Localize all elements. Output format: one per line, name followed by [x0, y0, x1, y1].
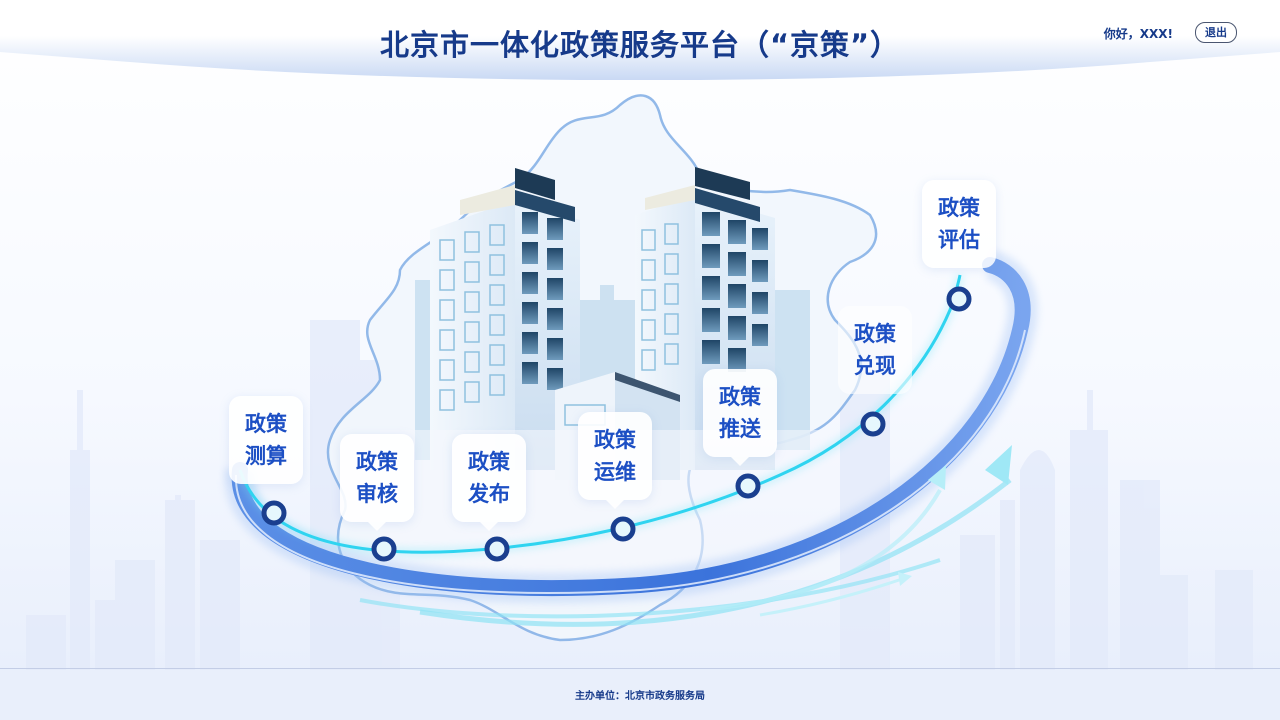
- stage-label-line2: 评估: [938, 228, 980, 252]
- orbit-ring: [231, 257, 1031, 597]
- stage-label-line1: 政策: [938, 196, 980, 220]
- office-building-left: [430, 168, 580, 470]
- stage-label-line1: 政策: [468, 450, 510, 474]
- node-publish: [484, 536, 510, 562]
- node-measure: [261, 500, 287, 526]
- stage-label-line2: 兑现: [854, 354, 896, 378]
- timeline-track: [238, 274, 962, 554]
- stage-label-line1: 政策: [719, 385, 761, 409]
- stage-card-fulfill[interactable]: 政策 兑现: [838, 306, 912, 394]
- page-title: 北京市一体化政策服务平台（“京策”）: [379, 28, 901, 62]
- stage-card-evaluate[interactable]: 政策 评估: [922, 180, 996, 268]
- user-greeting: 你好，XXX!: [1103, 27, 1173, 41]
- stage-card-operate[interactable]: 政策 运维: [578, 412, 652, 509]
- stage-label-line2: 测算: [245, 444, 287, 468]
- stage-label-line2: 发布: [468, 482, 510, 506]
- logout-button[interactable]: 退出: [1195, 22, 1237, 43]
- node-fulfill: [860, 411, 886, 437]
- stage-label-line1: 政策: [854, 322, 896, 346]
- header-background: [0, 0, 1280, 80]
- stage-label-line1: 政策: [594, 428, 636, 452]
- footer-divider: [0, 668, 1280, 669]
- stage-label-line2: 推送: [719, 417, 761, 441]
- stage-card-measure[interactable]: 政策 测算: [229, 396, 303, 484]
- node-push: [735, 473, 761, 499]
- stage-card-push[interactable]: 政策 推送: [703, 369, 777, 466]
- node-review: [371, 536, 397, 562]
- node-evaluate: [946, 286, 972, 312]
- stage-label-line1: 政策: [356, 450, 398, 474]
- stage-label-line2: 运维: [594, 460, 636, 484]
- stage-card-review[interactable]: 政策 审核: [340, 434, 414, 531]
- timeline-nodes: [261, 286, 972, 562]
- node-operate: [610, 516, 636, 542]
- stage-label-line2: 审核: [356, 482, 398, 506]
- stage-label-line1: 政策: [245, 412, 287, 436]
- stage-card-publish[interactable]: 政策 发布: [452, 434, 526, 531]
- footer-sponsor: 主办单位：北京市政务服务局: [575, 691, 705, 702]
